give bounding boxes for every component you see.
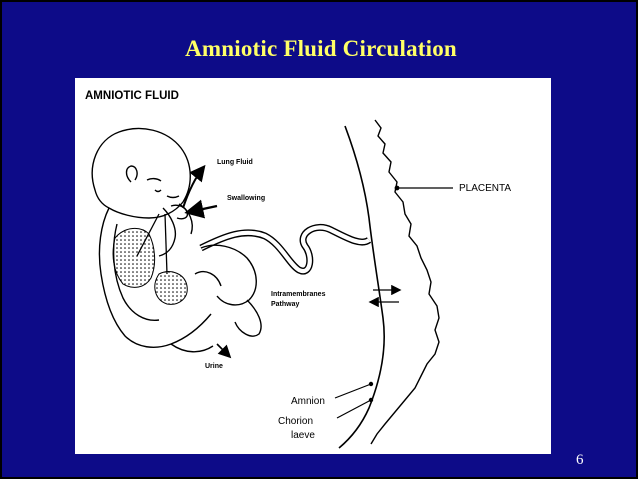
swallowing-label: Swallowing [227,195,265,202]
amniotic-fluid-diagram: AMNIOTIC FLUID [85,90,511,449]
page-number: 6 [576,452,584,468]
amnion-leader [334,383,372,399]
intramembranes-label-line2: Pathway [271,301,300,308]
diagram-heading: AMNIOTIC FLUID [85,90,179,102]
lung-fluid-label: Lung Fluid [217,159,253,166]
chorion-label-line1: Chorion [278,416,313,427]
chorion-label-line2: laeve [291,430,315,441]
urine-arrow [216,343,232,359]
umbilical-cord-inner [200,225,371,274]
fetal-lungs [112,228,156,288]
airway-line [136,213,160,257]
amnion-membrane [338,125,386,449]
diagram-panel: AMNIOTIC FLUID [75,78,551,454]
placenta-label: PLACENTA [459,183,511,194]
placenta-wall [370,119,440,445]
swallowing-arrow [184,199,218,219]
umbilical-cord [199,223,372,275]
oesophagus-line [164,213,168,275]
amnion-label: Amnion [291,396,325,407]
intramembranes-label-line1: Intramembranes [271,291,326,298]
fetal-gut [154,271,188,305]
slide-title: Amniotic Fluid Circulation [185,36,457,61]
chorion-leader [336,399,372,419]
urine-label: Urine [205,363,223,370]
